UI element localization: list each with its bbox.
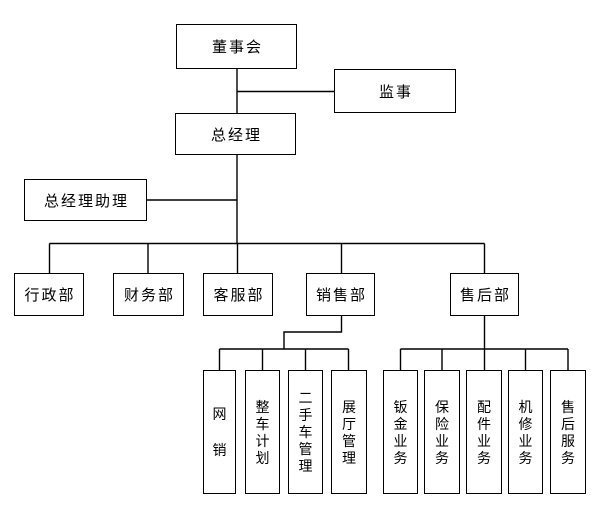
node-insurance-business: 保险业务	[424, 370, 460, 494]
node-finance-dept: 财务部	[113, 273, 184, 316]
node-after-sales-service: 售后服务	[550, 370, 586, 494]
node-showroom-management: 展厅管理	[331, 370, 367, 494]
node-sales-dept: 销售部	[306, 273, 375, 316]
node-board-of-directors: 董事会	[176, 24, 297, 69]
node-online-sales: 网销	[203, 370, 236, 494]
node-customer-service-dept: 客服部	[203, 273, 273, 316]
node-supervisor: 监事	[334, 69, 456, 113]
node-general-manager: 总经理	[175, 113, 296, 155]
node-used-car-management: 二手车管理	[288, 370, 323, 494]
node-gm-assistant: 总经理助理	[24, 179, 147, 221]
node-parts-business: 配件业务	[466, 370, 502, 494]
node-vehicle-planning: 整车计划	[245, 370, 280, 494]
node-admin-dept: 行政部	[14, 273, 84, 316]
node-mechanical-repair-business: 机修业务	[508, 370, 543, 494]
node-after-sales-dept: 售后部	[450, 273, 519, 316]
node-sheet-metal-business: 钣金业务	[383, 370, 418, 494]
